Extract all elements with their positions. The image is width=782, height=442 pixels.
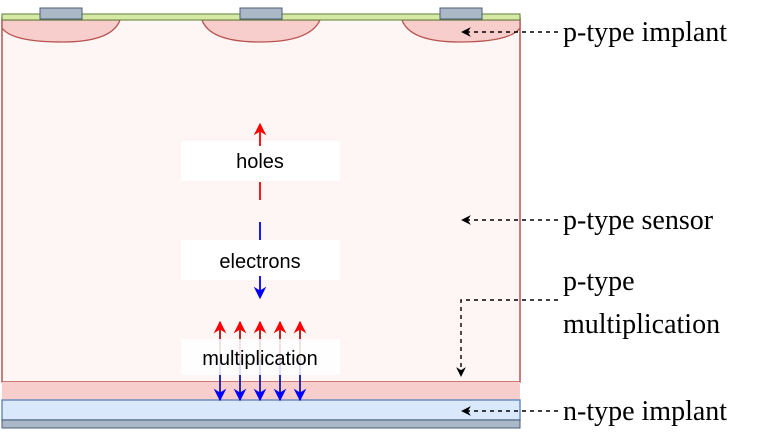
n-type-implant-layer bbox=[1, 399, 521, 421]
p-implant-pocket-3 bbox=[401, 19, 521, 43]
p-type-sensor-bulk bbox=[1, 17, 521, 383]
label-p-type-mult-line2: multiplication bbox=[563, 309, 720, 340]
electrons-label-bg bbox=[181, 240, 340, 280]
p-type-multiplication-layer bbox=[2, 382, 520, 400]
multiplication-label: multiplication bbox=[202, 348, 318, 370]
holes-label-bg bbox=[181, 141, 340, 181]
holes-label: holes bbox=[236, 151, 284, 173]
pointer-p-multiplication bbox=[456, 299, 558, 377]
top-contact-1 bbox=[39, 7, 83, 20]
p-implant-pocket-2 bbox=[201, 19, 322, 43]
label-n-type-implant: n-type implant bbox=[563, 396, 727, 427]
top-contact-2 bbox=[239, 7, 283, 20]
multiplication-label-bg bbox=[181, 339, 340, 375]
electrons-label: electrons bbox=[219, 251, 300, 273]
top-contact-3 bbox=[439, 7, 483, 20]
label-p-type-mult-line1: p-type bbox=[563, 266, 635, 297]
label-p-type-implant: p-type implant bbox=[563, 17, 727, 48]
label-p-type-sensor: p-type sensor bbox=[563, 205, 714, 236]
p-implant-pocket-1 bbox=[1, 19, 121, 43]
bottom-contact bbox=[1, 419, 521, 429]
